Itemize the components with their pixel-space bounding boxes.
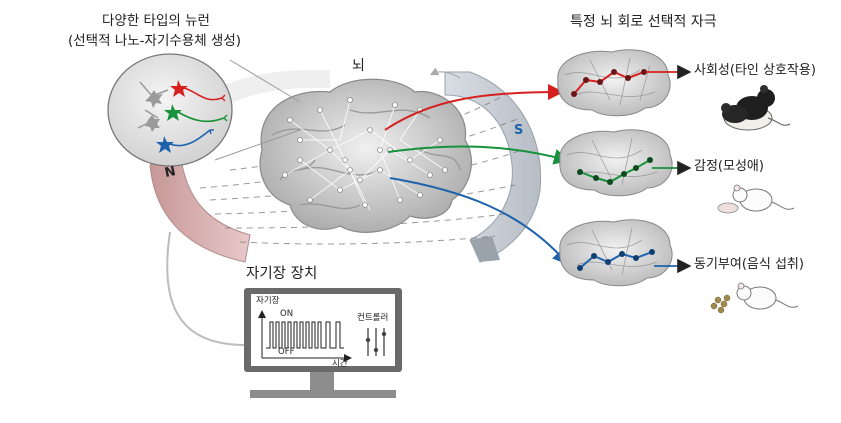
device-controller-label: 컨트롤러 [357,313,389,323]
brain-motivation [559,219,673,287]
device-on-label: ON [280,309,294,319]
brain-social [557,49,671,117]
arrow-social [384,84,564,131]
neuron-types-subtitle: (선택적 나노-자기수용체 생성) [68,33,242,49]
device-y-axis-label: 자기장 [256,296,280,306]
outcome-motivation-label: 동기부여(음식 섭취) [694,257,804,272]
outcome-social-label: 사회성(타인 상호작용) [694,63,816,78]
field-device [244,288,402,398]
outcome-emotion-label: 감정(모성애) [694,159,764,174]
arrow-emotion [387,145,570,165]
device-title: 자기장 장치 [246,266,318,282]
motivation-mouse-illustration [710,282,799,314]
magnet-n-pole [149,149,251,263]
stimulation-title: 특정 뇌 회로 선택적 자극 [570,14,717,30]
social-mice-illustration [721,85,791,131]
device-off-label: OFF [278,347,295,357]
brain-emotion [559,129,673,197]
neuron-zoom-circle [107,53,233,167]
device-cable [166,231,246,346]
central-brain [259,78,473,233]
brain-label: 뇌 [352,58,365,74]
device-x-axis-label: 시간 [332,359,348,369]
magnet-s-label: S [514,123,524,138]
arrow-motivation [389,177,569,265]
neuron-types-title: 다양한 타입의 뉴런 [102,13,210,29]
emotion-mice-illustration [717,184,795,214]
zoom-lines [214,59,301,161]
pulse-waveform [266,321,344,349]
